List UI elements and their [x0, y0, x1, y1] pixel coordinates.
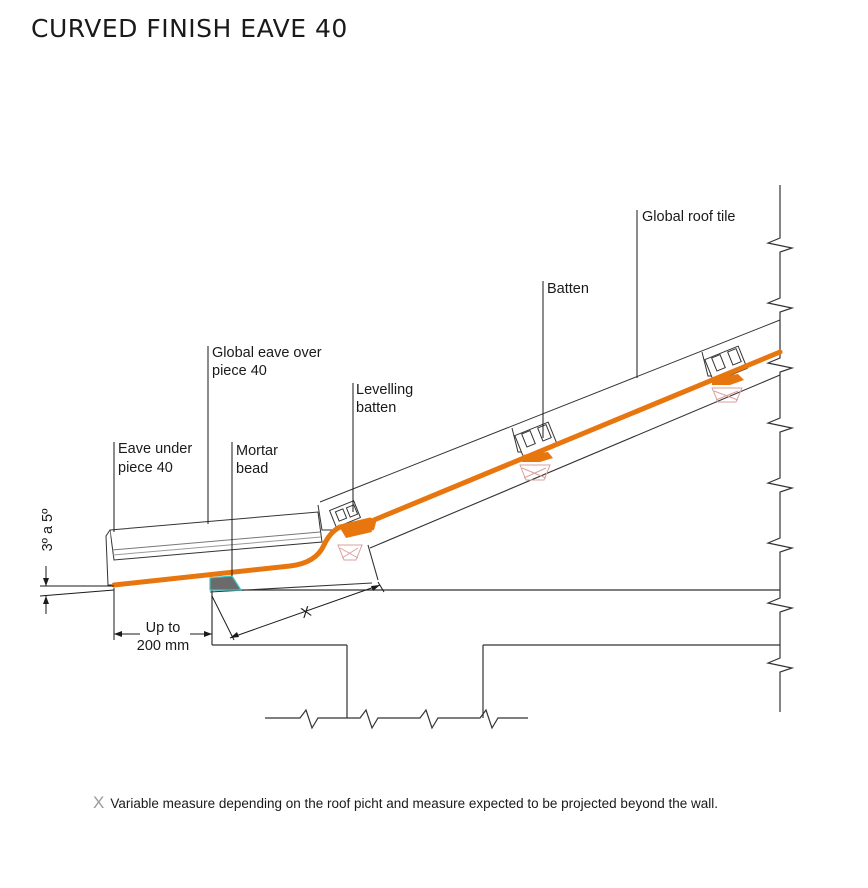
- structure-outline: [211, 185, 795, 730]
- label-mortar-bead-line2: bead: [236, 461, 268, 477]
- label-slope-angle: 3º a 5º: [40, 508, 56, 552]
- roof-tile-profile: [111, 349, 783, 588]
- label-levelling-batten-line1: Levelling: [356, 382, 413, 398]
- footnote: X Variable measure depending on the roof …: [93, 793, 718, 813]
- label-batten: Batten: [547, 281, 589, 297]
- tile-clip-lower: [340, 520, 372, 538]
- batten-support-hatches: [337, 387, 743, 561]
- footnote-symbol: X: [93, 793, 105, 812]
- drawing-title: CURVED FINISH EAVE 40: [31, 14, 348, 43]
- label-global-eave-over-line1: Global eave over: [212, 345, 322, 361]
- label-eave-under-line2: piece 40: [118, 460, 173, 476]
- label-overhang-line1: Up to: [146, 620, 181, 636]
- label-global-roof-tile: Global roof tile: [642, 209, 736, 225]
- label-x-mark: X: [299, 604, 314, 622]
- batten-middle: [514, 421, 558, 459]
- x-projection-dimension: [211, 581, 385, 641]
- label-levelling-batten-line2: batten: [356, 400, 396, 416]
- slope-dimension: [39, 566, 115, 614]
- label-global-eave-over-line2: piece 40: [212, 363, 267, 379]
- mortar-bead: [209, 575, 243, 591]
- leader-lines: [113, 210, 638, 576]
- overhang-dimension: [113, 588, 212, 640]
- roof-deck: [209, 374, 781, 593]
- footnote-text: Variable measure depending on the roof p…: [110, 796, 718, 811]
- label-overhang-line2: 200 mm: [137, 638, 189, 654]
- tile-clip-upper: [712, 374, 744, 385]
- label-eave-under-line1: Eave under: [118, 441, 192, 457]
- label-mortar-bead-line1: Mortar: [236, 443, 278, 459]
- tile-clip-middle: [522, 452, 553, 462]
- eave-under-piece: [105, 511, 323, 586]
